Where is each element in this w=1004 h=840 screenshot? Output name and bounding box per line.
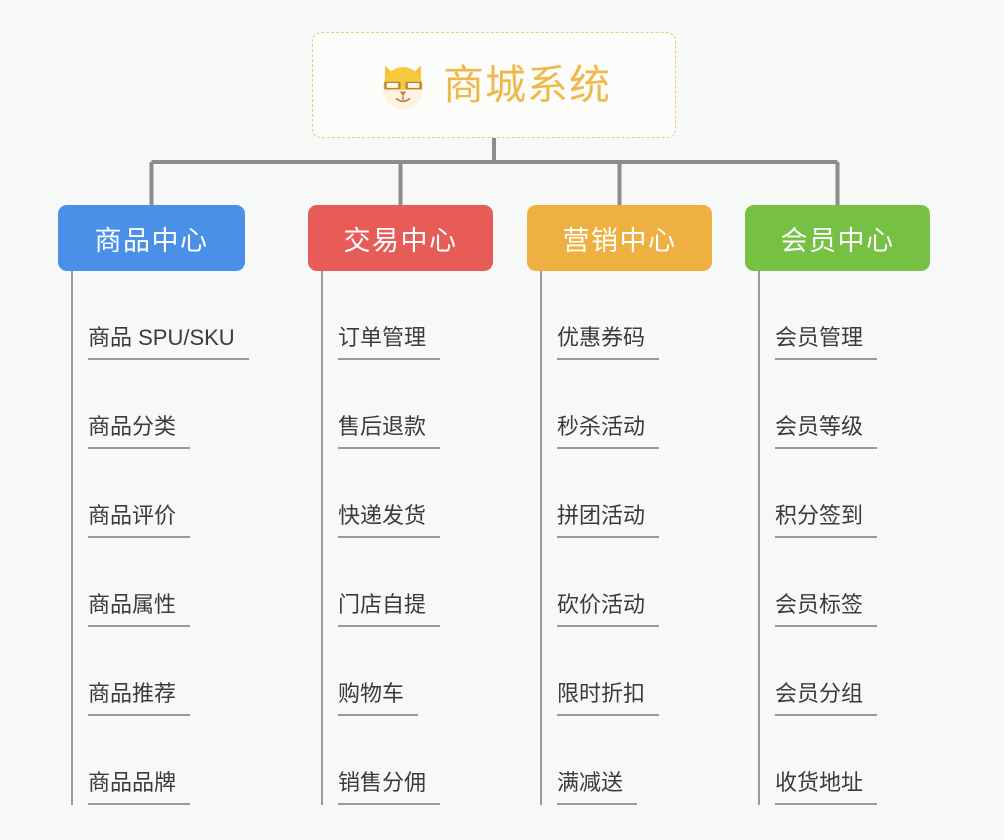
branch-header[interactable]: 交易中心 (308, 205, 493, 271)
leaf-item[interactable]: 商品推荐 (58, 627, 245, 716)
leaf-item[interactable]: 商品品牌 (58, 716, 245, 805)
branch-header-label: 营销中心 (562, 225, 677, 256)
leaf-item[interactable]: 拼团活动 (527, 449, 712, 538)
leaf-item[interactable]: 会员管理 (745, 271, 930, 360)
root-node[interactable]: 商城系统 (312, 32, 676, 138)
leaf-item[interactable]: 商品 SPU/SKU (58, 271, 249, 360)
branch-header[interactable]: 商品中心 (58, 205, 245, 271)
leaf-label: 快递发货 (338, 505, 441, 538)
leaf-label: 会员管理 (775, 327, 878, 360)
leaf-item[interactable]: 限时折扣 (527, 627, 712, 716)
root-title: 商城系统 (443, 61, 611, 108)
leaf-item[interactable]: 积分签到 (745, 449, 930, 538)
branch-column: 营销中心优惠券码秒杀活动拼团活动砍价活动限时折扣满减送 (527, 205, 712, 805)
leaf-label: 商品 SPU/SKU (88, 327, 249, 360)
leaf-label: 商品品牌 (88, 772, 191, 805)
leaf-label: 购物车 (338, 683, 419, 716)
leaf-label: 优惠券码 (557, 327, 660, 360)
branch-column: 会员中心会员管理会员等级积分签到会员标签会员分组收货地址 (745, 205, 930, 805)
leaf-item[interactable]: 快递发货 (308, 449, 493, 538)
leaf-item[interactable]: 收货地址 (745, 716, 930, 805)
leaf-item[interactable]: 秒杀活动 (527, 360, 712, 449)
leaf-list: 订单管理售后退款快递发货门店自提购物车销售分佣 (308, 271, 493, 805)
leaf-label: 商品属性 (88, 594, 191, 627)
leaf-item[interactable]: 会员分组 (745, 627, 930, 716)
leaf-label: 拼团活动 (557, 505, 660, 538)
leaf-item[interactable]: 砍价活动 (527, 538, 712, 627)
branch-header-label: 商品中心 (94, 225, 209, 256)
leaf-item[interactable]: 销售分佣 (308, 716, 493, 805)
leaf-item[interactable]: 会员等级 (745, 360, 930, 449)
leaf-item[interactable]: 商品属性 (58, 538, 245, 627)
leaf-label: 门店自提 (338, 594, 441, 627)
shiba-dog-emoji-icon (383, 65, 423, 110)
leaf-label: 限时折扣 (557, 683, 660, 716)
leaf-item[interactable]: 会员标签 (745, 538, 930, 627)
leaf-item[interactable]: 购物车 (308, 627, 493, 716)
leaf-item[interactable]: 门店自提 (308, 538, 493, 627)
branch-column: 商品中心商品 SPU/SKU 商品分类商品评价商品属性商品推荐商品品牌 (58, 205, 249, 805)
leaf-label: 会员分组 (775, 683, 878, 716)
branch-header[interactable]: 会员中心 (745, 205, 930, 271)
leaf-item[interactable]: 满减送 (527, 716, 712, 805)
branch-header-label: 交易中心 (343, 225, 458, 256)
leaf-label: 满减送 (557, 772, 638, 805)
root-branch-connector (149, 138, 840, 205)
leaf-item[interactable]: 商品分类 (58, 360, 245, 449)
leaf-list: 会员管理会员等级积分签到会员标签会员分组收货地址 (745, 271, 930, 805)
leaf-label: 售后退款 (338, 416, 441, 449)
leaf-label: 商品评价 (88, 505, 191, 538)
leaf-item[interactable]: 订单管理 (308, 271, 493, 360)
leaf-label: 商品推荐 (88, 683, 191, 716)
leaf-label: 积分签到 (775, 505, 878, 538)
branch-column: 交易中心订单管理售后退款快递发货门店自提购物车销售分佣 (308, 205, 493, 805)
leaf-item[interactable]: 商品评价 (58, 449, 245, 538)
leaf-label: 会员等级 (775, 416, 878, 449)
leaf-list: 商品 SPU/SKU 商品分类商品评价商品属性商品推荐商品品牌 (58, 271, 249, 805)
leaf-label: 销售分佣 (338, 772, 441, 805)
leaf-label: 秒杀活动 (557, 416, 660, 449)
leaf-list: 优惠券码秒杀活动拼团活动砍价活动限时折扣满减送 (527, 271, 712, 805)
leaf-label: 收货地址 (775, 772, 878, 805)
leaf-label: 会员标签 (775, 594, 878, 627)
branch-header-label: 会员中心 (780, 225, 895, 256)
leaf-label: 砍价活动 (557, 594, 660, 627)
branch-header[interactable]: 营销中心 (527, 205, 712, 271)
leaf-label: 订单管理 (338, 327, 441, 360)
leaf-label: 商品分类 (88, 416, 191, 449)
leaf-item[interactable]: 售后退款 (308, 360, 493, 449)
leaf-item[interactable]: 优惠券码 (527, 271, 712, 360)
